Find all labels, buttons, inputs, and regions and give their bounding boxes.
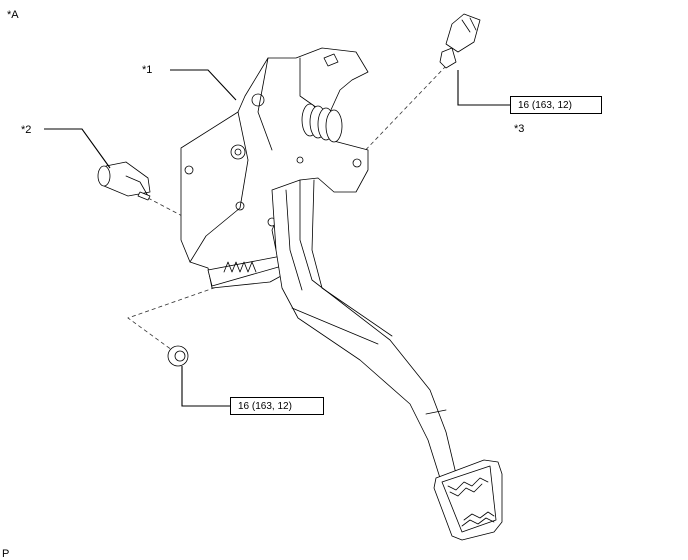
flange-nut <box>167 345 189 367</box>
pedal-bracket <box>180 47 369 289</box>
corner-label: P <box>2 548 10 560</box>
callout-2-label: *2 <box>21 124 32 136</box>
guide-line-switch-3 <box>355 65 447 161</box>
torque-value: 16 (163, 12) <box>518 100 572 111</box>
guide-line-switch-2 <box>147 197 187 219</box>
return-spring <box>301 103 343 143</box>
assembly-guide-lines <box>127 65 447 351</box>
leader-1 <box>170 69 237 101</box>
leader-2 <box>44 128 111 169</box>
torque-spec-nut: 16 (163, 12) <box>230 397 324 415</box>
pedal-arm <box>271 179 457 479</box>
torque-spec-switch-3: 16 (163, 12) <box>510 96 602 114</box>
callout-1-label: *1 <box>142 64 153 76</box>
guide-line-nut <box>127 275 249 351</box>
callout-3-label: *3 <box>514 123 525 135</box>
pedal-pad <box>433 459 503 541</box>
leader-3 <box>457 70 510 106</box>
leader-lines <box>44 69 510 407</box>
view-label: *A <box>7 9 19 21</box>
clutch-switch <box>439 13 481 69</box>
leader-nut <box>181 366 230 407</box>
torque-value: 16 (163, 12) <box>238 401 292 412</box>
clutch-start-switch <box>97 161 151 201</box>
